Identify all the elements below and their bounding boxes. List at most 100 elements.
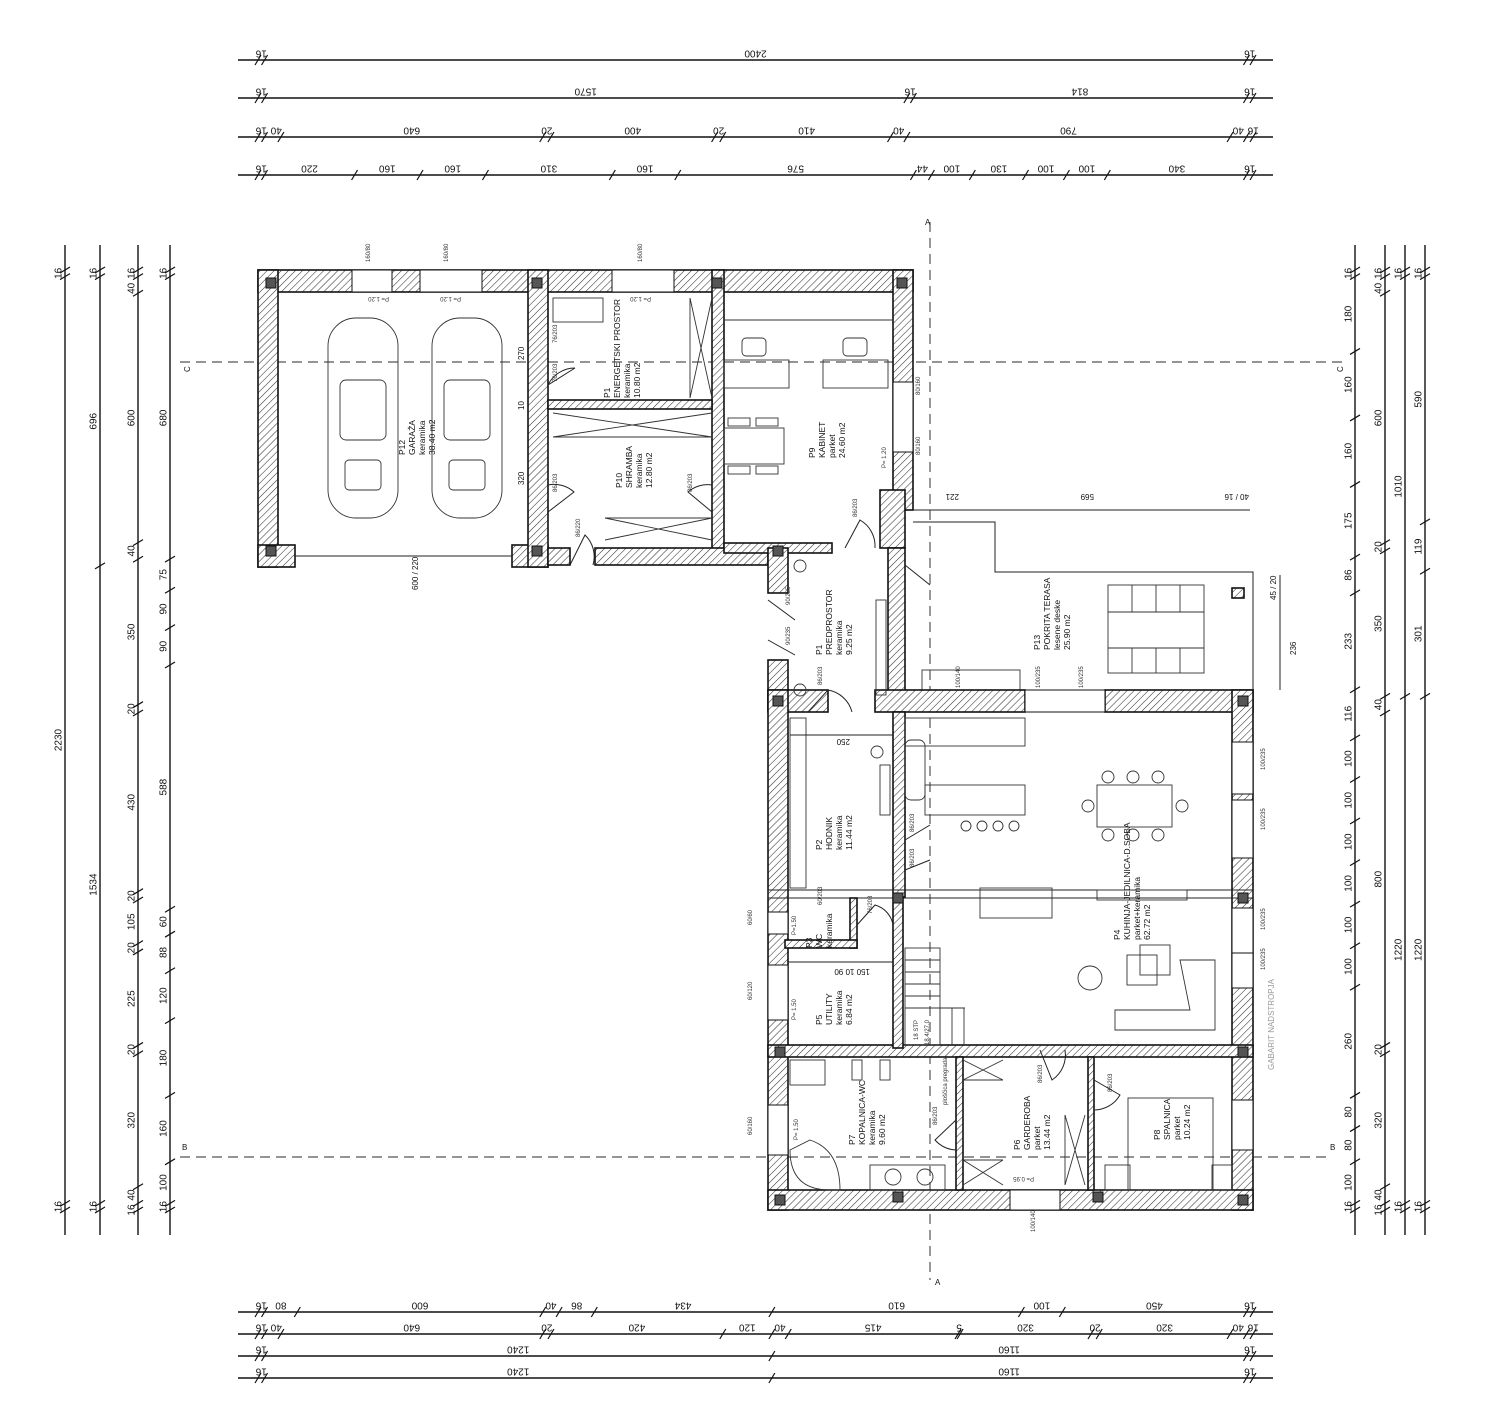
- dimension-label: 86: [1344, 569, 1355, 581]
- dimension-label: 20: [127, 942, 138, 954]
- dimension-tick: [768, 1306, 776, 1318]
- dimension-tick: [1242, 131, 1250, 143]
- dimension-label: 588: [159, 778, 170, 795]
- wall-garage-west: [257, 269, 279, 568]
- room-name: GARDEROBA: [1022, 1095, 1032, 1150]
- door-garage[interactable]: [569, 534, 595, 566]
- dimension-label: 310: [540, 163, 557, 174]
- dimension-tick: [132, 709, 144, 717]
- dimension-tick: [293, 1306, 301, 1318]
- dimension-chain-left: 16 2230 16: [54, 245, 71, 1235]
- dimension-tick: [1399, 1199, 1411, 1207]
- window: [1024, 689, 1106, 713]
- dimension-label: 260: [1344, 1033, 1355, 1050]
- dimension-label: 16: [255, 1322, 267, 1333]
- window: [1231, 1099, 1254, 1151]
- dimension-tick: [164, 905, 176, 913]
- dimension-label: 86: [571, 1300, 583, 1311]
- dimension-label: 100: [1344, 916, 1355, 933]
- door-hodnik[interactable]: [807, 689, 853, 713]
- dimension-label: 100: [1037, 163, 1054, 174]
- dimension-tick: [539, 1328, 547, 1340]
- dimension-label: 16: [54, 267, 65, 279]
- section-marker-c-right: C: [1336, 366, 1345, 372]
- dimension-label: 16: [127, 1204, 138, 1216]
- door-utility[interactable]: [856, 904, 894, 926]
- dimension-label: 5: [956, 1322, 962, 1333]
- terrace-dim: 221: [945, 492, 959, 501]
- dimension-label: 20: [127, 890, 138, 902]
- door-kabinet[interactable]: [844, 519, 876, 549]
- door-garderoba[interactable]: [1039, 1049, 1066, 1081]
- dimension-tick: [132, 1199, 144, 1207]
- dimension-tick: [1419, 1199, 1431, 1207]
- terrace-dim: 40 / 16: [1224, 492, 1249, 501]
- door-terrace[interactable]: [904, 564, 931, 586]
- dimension-tick: [416, 169, 424, 181]
- dimension-label: 2230: [54, 728, 65, 751]
- dimension-label: 1160: [998, 1344, 1020, 1355]
- room-name: SPALNICA: [1162, 1098, 1172, 1140]
- dimension-label: 320: [1017, 1322, 1034, 1333]
- dimension-label: 90: [159, 640, 170, 652]
- dimension-tick: [1349, 983, 1361, 991]
- dimension-label: 105: [127, 913, 138, 930]
- door-entrance[interactable]: [767, 599, 796, 656]
- door-living[interactable]: [904, 824, 931, 871]
- dimension-tick: [1349, 266, 1361, 274]
- dimension-label: 100: [1033, 1300, 1050, 1311]
- door-shramba-office[interactable]: [687, 484, 713, 513]
- dimension-tick: [1349, 273, 1361, 281]
- dimension-label: 100: [1344, 1174, 1355, 1191]
- dimension-label: 16: [255, 125, 267, 136]
- parapet-note: P= 1.50: [792, 998, 798, 1020]
- table: [723, 427, 785, 465]
- room-dim: 270: [517, 346, 526, 360]
- dimension-tick: [1249, 1350, 1257, 1362]
- dimension-label: 16: [1414, 1201, 1425, 1213]
- dimension-label: 600: [127, 409, 138, 426]
- dimension-tick: [719, 1328, 727, 1340]
- door-size-label: 76/203: [553, 363, 559, 382]
- dimension-label: 40: [1232, 1322, 1244, 1333]
- dimension-tick: [1419, 266, 1431, 274]
- dimension-label: 1220: [1394, 938, 1405, 961]
- dimension-label: 80: [275, 1300, 287, 1311]
- dimension-tick: [1095, 1328, 1103, 1340]
- terrace-dim: 236: [1289, 641, 1298, 655]
- dimension-tick: [768, 1328, 776, 1340]
- dimension-tick: [1379, 1041, 1391, 1049]
- dimension-label: 16: [159, 1201, 170, 1213]
- dimension-label: 40: [127, 545, 138, 557]
- dimension-label: 160: [636, 163, 653, 174]
- stairs-note: 18 STP: [914, 1020, 920, 1040]
- door-kopalnica[interactable]: [934, 1119, 957, 1151]
- svg-text:P3WCkeramika: P3WCkeramika: [804, 913, 834, 948]
- room-id: P7: [847, 1134, 857, 1145]
- window-size-label: 160/80: [444, 243, 450, 262]
- car-icon: [431, 317, 503, 519]
- dimension-label: 160: [379, 163, 396, 174]
- door-shramba[interactable]: [547, 483, 575, 513]
- parapet-note: P=1.50: [792, 915, 798, 935]
- room-label-pokrita-terasa: P13POKRITA TERASAlesene deske25.90 m2: [1032, 577, 1072, 650]
- door-size-label: 86/203: [933, 1106, 939, 1125]
- room-label-hodnik: P2HODNIKkeramika11.44 m2: [814, 815, 854, 850]
- room-area: 9.25 m2: [844, 624, 854, 655]
- door-spalnica[interactable]: [1093, 1079, 1121, 1111]
- door-energetski[interactable]: [547, 367, 576, 386]
- room-floor: keramika: [834, 990, 844, 1025]
- dimension-label: 16: [54, 1201, 65, 1213]
- dimension-tick: [94, 266, 106, 274]
- door-size-label: 86/203: [910, 848, 916, 867]
- dimension-label: 814: [1071, 86, 1088, 97]
- kitchen-island: [924, 784, 1026, 816]
- wall-garage-east: [527, 269, 549, 568]
- dimension-label: 320: [127, 1111, 138, 1128]
- dimension-label: 430: [127, 794, 138, 811]
- dimension-tick: [164, 555, 176, 563]
- dimension-label: 1240: [507, 1344, 530, 1355]
